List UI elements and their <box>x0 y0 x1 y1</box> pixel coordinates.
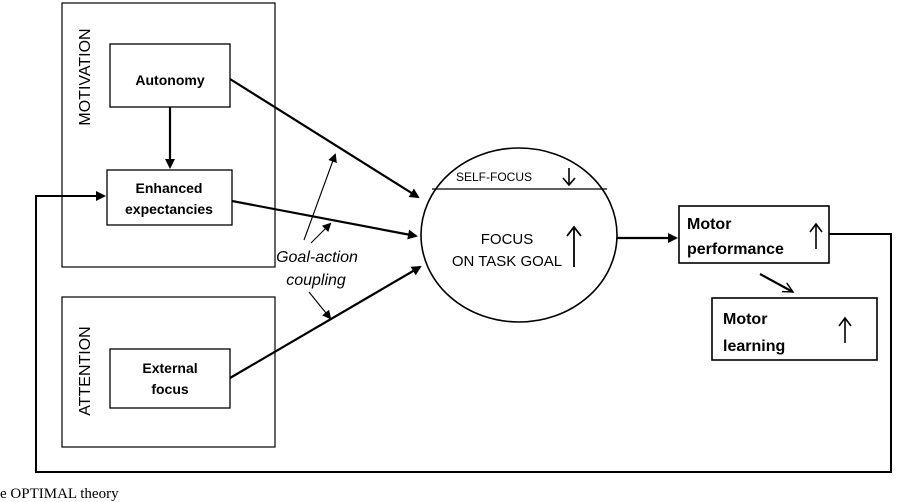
enhanced-expectancies-box: Enhanced expectancies <box>106 169 233 226</box>
goal-action-label-line1: Goal-action <box>276 249 358 266</box>
focus-task-goal-line1: FOCUS <box>481 231 534 248</box>
enhanced-label-line1: Enhanced <box>136 180 203 196</box>
arrow-up-icon <box>838 316 852 343</box>
motor-learning-box: Motor learning <box>711 297 878 361</box>
motivation-label: MOTIVATION <box>77 28 94 125</box>
motivation-group: MOTIVATION <box>61 2 276 268</box>
attention-group: ATTENTION <box>61 296 276 448</box>
arrow-up-icon <box>566 225 582 267</box>
motor-performance-line1: Motor <box>687 216 731 233</box>
focus-circle: SELF-FOCUS FOCUS ON TASK GOAL <box>420 147 618 323</box>
feedback-loop-arrow <box>35 191 892 473</box>
external-focus-to-focus-arrow <box>229 265 422 379</box>
expectancies-to-focus-arrow <box>231 199 418 240</box>
attention-label: ATTENTION <box>77 326 94 415</box>
performance-to-learning-arrow <box>759 273 793 293</box>
focus-task-goal-line2: ON TASK GOAL <box>452 253 562 270</box>
arrow-down-icon <box>562 168 576 187</box>
autonomy-label: Autonomy <box>135 72 204 88</box>
self-focus-label: SELF-FOCUS <box>456 170 532 184</box>
goal-action-label-line2: coupling <box>286 272 346 289</box>
motor-learning-line1: Motor <box>723 311 767 328</box>
coupling-arrow-down <box>308 291 332 320</box>
external-label-line2: focus <box>151 381 189 397</box>
coupling-arrow-long <box>303 153 337 241</box>
motor-learning-line2: learning <box>723 338 785 355</box>
figure-caption: e OPTIMAL theory <box>0 486 119 502</box>
external-label-line1: External <box>142 360 197 376</box>
autonomy-box: Autonomy <box>109 43 231 108</box>
enhanced-label-line2: expectancies <box>125 201 213 217</box>
autonomy-to-focus-arrow <box>229 78 420 199</box>
motor-performance-box: Motor performance <box>678 205 830 264</box>
motor-performance-line2: performance <box>687 241 784 258</box>
arrow-up-icon <box>809 222 823 249</box>
coupling-arrow-short <box>310 222 332 244</box>
external-focus-box: External focus <box>109 348 231 409</box>
